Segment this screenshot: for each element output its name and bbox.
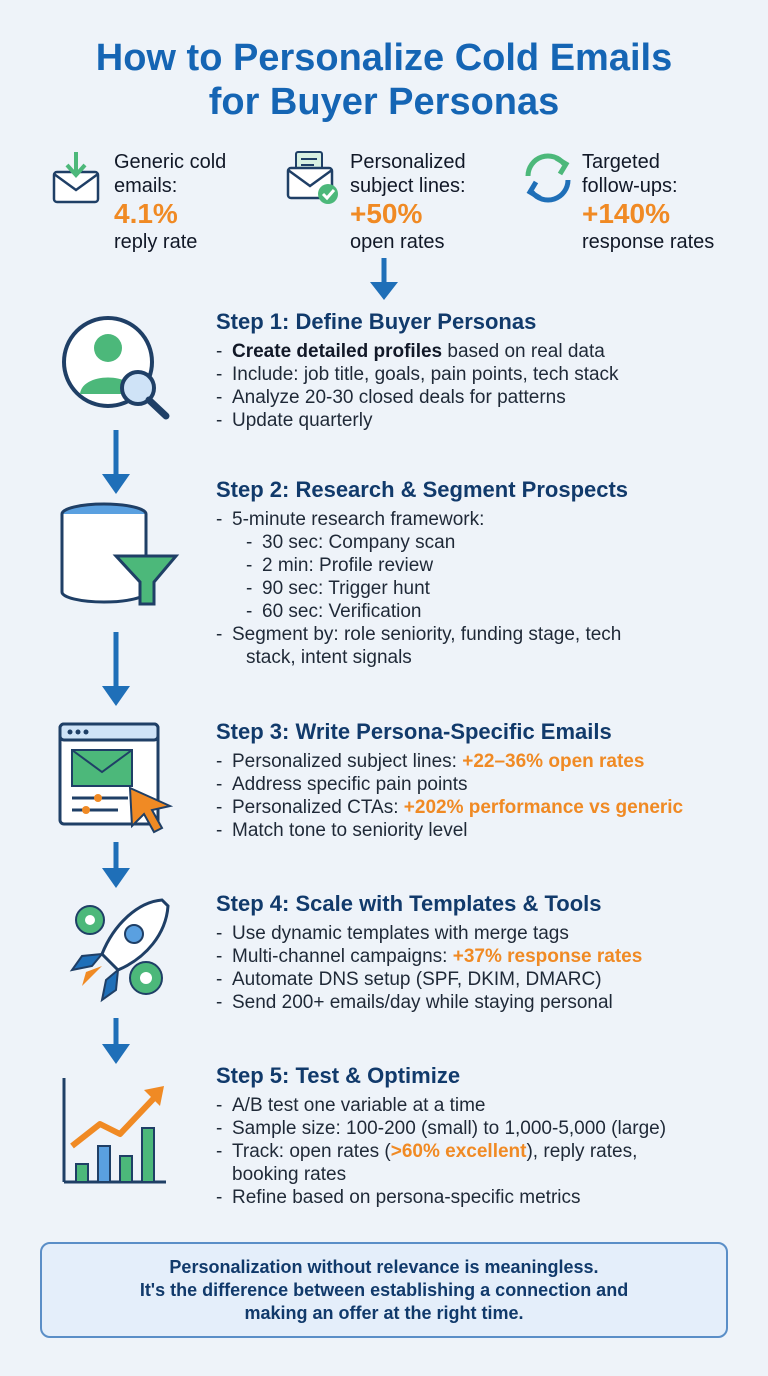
item-text: Personalized CTAs: — [232, 797, 404, 818]
step-list: Create detailed profiles based on real d… — [216, 340, 756, 432]
growth-chart-icon — [62, 1078, 166, 1184]
list-item: Refine based on persona-specific metrics — [216, 1186, 756, 1209]
list-item: Sample size: 100-200 (small) to 1,000-5,… — [216, 1117, 756, 1140]
stat-label: emails: — [114, 175, 178, 197]
list-item: Include: job title, goals, pain points, … — [216, 363, 756, 386]
down-arrow-icon — [102, 632, 130, 706]
envelope-download-icon — [52, 152, 100, 204]
list-item: 5-minute research framework: — [216, 508, 756, 531]
down-arrow-icon — [102, 1018, 130, 1064]
list-item: 60 sec: Verification — [216, 600, 756, 623]
stat-value: 4.1% — [114, 198, 178, 229]
persona-search-icon — [62, 316, 170, 420]
list-item: 30 sec: Company scan — [216, 531, 756, 554]
step-title: Step 4: Scale with Templates & Tools — [216, 891, 602, 916]
stat-suffix: response rates — [582, 231, 715, 253]
envelope-check-icon — [286, 151, 338, 204]
item-text: ), reply rates, — [526, 1141, 638, 1162]
email-editor-icon — [58, 722, 174, 834]
list-item: Address specific pain points — [216, 773, 756, 796]
step-1: Step 1: Define Buyer Personas Create det… — [216, 308, 756, 432]
quote-box: Personalization without relevance is mea… — [40, 1242, 728, 1338]
list-item: Track: open rates (>60% excellent), repl… — [216, 1140, 756, 1163]
highlight-text: +22–36% open rates — [462, 751, 645, 772]
page-title: How to Personalize Cold Emails for Buyer… — [0, 36, 768, 124]
down-arrow-icon — [370, 258, 398, 300]
list-item: stack, intent signals — [246, 647, 412, 668]
stat-label: follow-ups: — [582, 175, 678, 197]
stat-value: +140% — [582, 198, 670, 229]
step-title: Step 5: Test & Optimize — [216, 1063, 461, 1088]
bold-text: Create detailed profiles — [232, 341, 443, 362]
list-item: 90 sec: Trigger hunt — [216, 577, 756, 600]
stat-value: +50% — [350, 198, 423, 229]
stat-label: Personalized — [350, 151, 466, 173]
quote-line: Personalization without relevance is mea… — [169, 1256, 599, 1277]
step-2: Step 2: Research & Segment Prospects 5-m… — [216, 476, 756, 669]
list-item: A/B test one variable at a time — [216, 1094, 756, 1117]
list-item: Segment by: role seniority, funding stag… — [216, 623, 756, 646]
item-text: Personalized subject lines: — [232, 751, 463, 772]
step-3: Step 3: Write Persona-Specific Emails Pe… — [216, 718, 756, 842]
highlight-text: +202% performance vs generic — [403, 797, 684, 818]
stat-label: subject lines: — [350, 175, 466, 197]
highlight-text: +37% response rates — [452, 946, 643, 967]
down-arrow-icon — [102, 430, 130, 494]
list-item: booking rates — [232, 1164, 347, 1185]
refresh-arrows-icon — [525, 153, 571, 203]
stat-suffix: open rates — [350, 231, 445, 253]
highlight-text: >60% excellent — [390, 1141, 527, 1162]
item-text: based on real data — [442, 341, 605, 362]
list-item: Multi-channel campaigns: +37% response r… — [216, 945, 756, 968]
rocket-gears-icon — [69, 898, 170, 1003]
step-list: Personalized subject lines: +22–36% open… — [216, 750, 756, 842]
list-item: Update quarterly — [216, 409, 756, 432]
stat-suffix: reply rate — [114, 231, 198, 253]
list-item: Create detailed profiles based on real d… — [216, 340, 756, 363]
down-arrow-icon — [102, 842, 130, 888]
step-title: Step 1: Define Buyer Personas — [216, 309, 537, 334]
page-title-line-2: for Buyer Personas — [208, 81, 560, 123]
step-title: Step 3: Write Persona-Specific Emails — [216, 719, 612, 744]
list-item: Use dynamic templates with merge tags — [216, 922, 756, 945]
step-5: Step 5: Test & Optimize A/B test one var… — [216, 1062, 756, 1209]
list-item: Personalized subject lines: +22–36% open… — [216, 750, 756, 773]
list-item: Automate DNS setup (SPF, DKIM, DMARC) — [216, 968, 756, 991]
list-item: Personalized CTAs: +202% performance vs … — [216, 796, 756, 819]
step-list: Use dynamic templates with merge tags Mu… — [216, 922, 756, 1014]
item-text: Multi-channel campaigns: — [232, 946, 453, 967]
quote-line: It's the difference between establishing… — [139, 1279, 629, 1300]
list-item: Analyze 20-30 closed deals for patterns — [216, 386, 756, 409]
item-text: Track: open rates ( — [232, 1141, 391, 1162]
step-list: 5-minute research framework: 30 sec: Com… — [216, 508, 756, 669]
page-title-line-1: How to Personalize Cold Emails — [95, 37, 673, 79]
quote-line: making an offer at the right time. — [244, 1302, 524, 1323]
stat-label: Targeted — [582, 151, 660, 173]
list-item: Send 200+ emails/day while staying perso… — [216, 991, 756, 1014]
database-funnel-icon — [60, 502, 180, 606]
step-list: A/B test one variable at a time Sample s… — [216, 1094, 756, 1209]
step-title: Step 2: Research & Segment Prospects — [216, 477, 629, 502]
list-item: Match tone to seniority level — [216, 819, 756, 842]
list-item: 2 min: Profile review — [216, 554, 756, 577]
stat-label: Generic cold — [114, 151, 227, 173]
step-4: Step 4: Scale with Templates & Tools Use… — [216, 890, 756, 1014]
